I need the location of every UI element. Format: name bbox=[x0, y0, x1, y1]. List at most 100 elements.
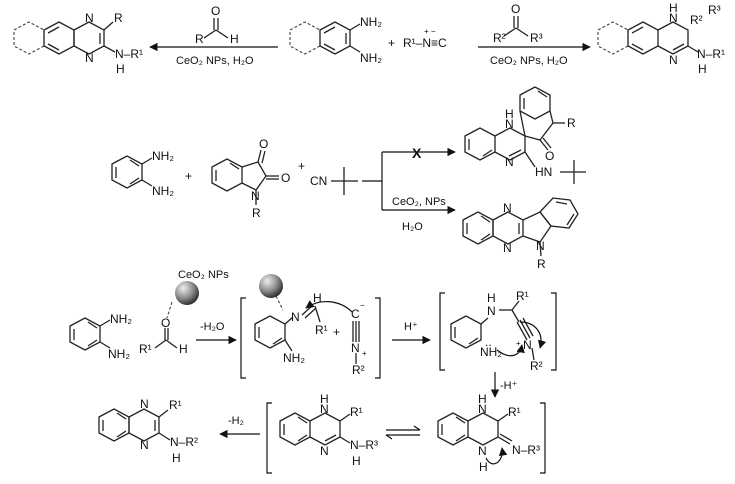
row4-equilibrium-arrow bbox=[385, 425, 421, 440]
row4-amidine bbox=[437, 412, 513, 465]
row4-final-R1: R¹ bbox=[169, 398, 182, 412]
row1-right-product-H-top: H bbox=[669, 1, 678, 15]
row4-amidine-N: N bbox=[478, 444, 487, 458]
row1-isocyanide: R¹–N≡C bbox=[403, 36, 447, 50]
row3-isocyanide-R2: R² bbox=[352, 363, 365, 377]
row3-aldehyde bbox=[154, 301, 178, 349]
row3-nitrilium-NH: N bbox=[487, 304, 496, 318]
row3-imine-H: H bbox=[313, 291, 322, 305]
row4-dihydro-N: N bbox=[320, 444, 329, 458]
row3-imine-plus: + bbox=[333, 325, 340, 339]
row3-ceo2-sphere-imine bbox=[259, 274, 283, 298]
row2-diamine-NH2-bot: NH₂ bbox=[152, 184, 174, 198]
row4-amidine-NH: N bbox=[478, 402, 487, 416]
row3-nitrilium-H: H bbox=[487, 291, 496, 305]
row1-right-product-R3: R³ bbox=[708, 3, 721, 17]
row2-indolo-product bbox=[462, 197, 579, 257]
row2-spiro-R: R bbox=[567, 116, 576, 130]
row3-aldehyde-H: H bbox=[179, 342, 188, 356]
row3-catalyst-label: CeO₂ NPs bbox=[178, 269, 229, 281]
row4-bracket-left bbox=[266, 402, 272, 474]
row4-final-product bbox=[98, 408, 171, 442]
row1-left-product-NHR1: N–R¹ bbox=[115, 47, 143, 61]
row3-bracket-imine-left bbox=[240, 297, 246, 379]
row3-nitrilium-R2: R² bbox=[530, 359, 543, 373]
row2-conditions-2: H₂O bbox=[402, 221, 423, 233]
row1-left-product-N-top: N bbox=[85, 11, 94, 25]
row4-amidine-H2: H bbox=[479, 460, 488, 474]
row1-right-product-NHR1: N–R¹ bbox=[697, 47, 725, 61]
row1-aldehyde-O: O bbox=[211, 4, 220, 18]
row2-spiro-NH: N bbox=[505, 117, 514, 131]
row3-imine-R1: R¹ bbox=[315, 323, 328, 337]
row1-right-product-N-bot: N bbox=[669, 53, 678, 67]
row1-ketone-R2: R² bbox=[493, 31, 506, 45]
row2-spiro-HN: HN bbox=[535, 165, 552, 179]
row3-nitrilium-plus: + bbox=[516, 339, 521, 348]
row4-final-H: H bbox=[172, 451, 181, 465]
row2-isatin-O2: O bbox=[281, 171, 290, 185]
row3-isocyanide-minus: − bbox=[360, 301, 365, 310]
row4-final-N1: N bbox=[140, 397, 149, 411]
row3-isocyanide-plus: + bbox=[362, 349, 367, 358]
row3-nitrilium-ddot: .. bbox=[485, 335, 492, 349]
row2-diamine bbox=[111, 155, 153, 189]
row1-aldehyde-R: R bbox=[195, 32, 204, 46]
row3-imine-N: N bbox=[291, 310, 300, 324]
row1-left-product-N-bot: N bbox=[85, 51, 94, 65]
row3-nitrilium bbox=[450, 300, 547, 361]
row1-ketone-R3: R³ bbox=[530, 31, 543, 45]
row3-nitrilium-NH2: NH₂ bbox=[480, 345, 502, 359]
row3-ceo2-catalyst-sphere bbox=[175, 281, 199, 305]
row1-right-conditions: CeO₂ NPs, H₂O bbox=[490, 55, 568, 67]
row1-aldehyde-H: H bbox=[230, 32, 239, 46]
row4-amidine-H: H bbox=[478, 392, 487, 406]
row1-right-product-H-bot: H bbox=[698, 62, 707, 76]
row4-dihydro-R1: R¹ bbox=[350, 405, 363, 419]
row1-diamine bbox=[289, 21, 361, 55]
row1-ketone-O: O bbox=[511, 2, 520, 16]
row3-diamine-NH2-top: NH₂ bbox=[110, 312, 132, 326]
row3-imine bbox=[254, 295, 321, 352]
row2-indolo-N1: N bbox=[503, 201, 512, 215]
row3-nitrilium-R1: R¹ bbox=[516, 289, 529, 303]
row2-blocked-mark: X bbox=[412, 145, 422, 161]
row2-spiro-product bbox=[464, 86, 586, 184]
row1-plus: + bbox=[388, 36, 395, 50]
row3-isocyanide-C: C bbox=[351, 307, 360, 321]
row3-diamine bbox=[69, 317, 111, 351]
row2-spiro-N-ring: N bbox=[505, 155, 514, 169]
row2-tBuNC: CN bbox=[310, 174, 327, 188]
row1-aldehyde bbox=[203, 18, 229, 39]
row4-amidine-NR3: N–R³ bbox=[512, 443, 540, 457]
row3-aldehyde-R1: R¹ bbox=[139, 342, 152, 356]
row4-dihydro-NH: N bbox=[320, 402, 329, 416]
row2-diamine-NH2-top: NH₂ bbox=[152, 149, 174, 163]
row3-aldehyde-O: O bbox=[161, 316, 170, 330]
row1-left-product-R: R bbox=[114, 11, 123, 25]
row3-step2: H⁺ bbox=[404, 321, 418, 333]
row3-step1: -H₂O bbox=[200, 321, 225, 333]
row4-dihydro-H2: H bbox=[352, 454, 361, 468]
row1-isocyanide-charges: + − bbox=[424, 27, 436, 36]
row2-isatin-N: N bbox=[251, 189, 260, 203]
row4-final-N2: N bbox=[140, 438, 149, 452]
row4-dihydro-NHR3: N–R³ bbox=[350, 438, 378, 452]
row2-isatin bbox=[211, 149, 279, 205]
row1-diamine-NH2-bot: NH₂ bbox=[360, 51, 382, 65]
row3-bracket-imine-right bbox=[375, 297, 381, 379]
row2-plus2: + bbox=[298, 159, 305, 173]
row3-bracket-nitrilium-left bbox=[439, 292, 445, 371]
row1-right-product-N-top: N bbox=[669, 11, 678, 25]
row1-left-product bbox=[13, 21, 116, 55]
row2-spiro-H: H bbox=[505, 107, 514, 121]
row2-branch bbox=[362, 147, 456, 215]
row2-indolo-R: R bbox=[537, 257, 546, 271]
row2-indolo-N2: N bbox=[503, 241, 512, 255]
row4-amidine-R1: R¹ bbox=[508, 405, 521, 419]
row1-left-product-H: H bbox=[116, 62, 125, 76]
row3-isocyanide-mol bbox=[305, 300, 360, 364]
row3-isocyanide-N: N bbox=[351, 341, 360, 355]
row1-right-product-R2: R² bbox=[690, 13, 703, 27]
